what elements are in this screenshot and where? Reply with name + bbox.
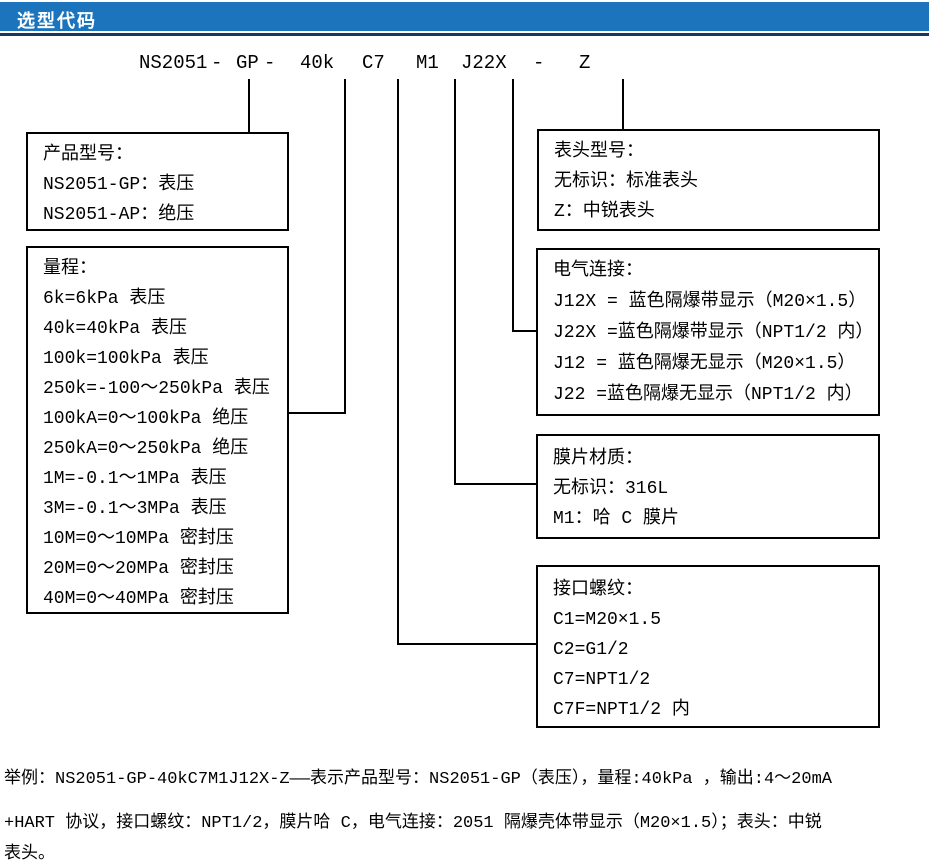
model-code-segment-range: 40k — [300, 52, 335, 74]
display-head-box: 表头型号： 无标识：标准表头 Z：中锐表头 — [537, 129, 880, 231]
product-model-line: NS2051-AP：绝压 — [43, 205, 195, 225]
diaphragm-material-box: 膜片材质： 无标识：316L M1：哈 C 膜片 — [536, 434, 880, 539]
model-code-segment-electrical: J22X — [461, 52, 507, 74]
header-underline — [0, 33, 929, 36]
model-code-segment-product: NS2051 — [139, 52, 208, 74]
range-line: 40k=40kPa 表压 — [43, 319, 188, 339]
product-model-box: 产品型号： NS2051-GP：表压 NS2051-AP：绝压 — [26, 132, 289, 231]
diaphragm-line: M1：哈 C 膜片 — [553, 509, 680, 529]
electrical-title: 电气连接： — [553, 261, 643, 281]
range-line: 3M=-0.1～3MPa 表压 — [43, 499, 227, 519]
thread-box: 接口螺纹： C1=M20×1.5 C2=G1/2 C7=NPT1/2 C7F=N… — [536, 565, 880, 728]
connector-elbow-range — [287, 412, 346, 414]
range-line: 20M=0～20MPa 密封压 — [43, 559, 234, 579]
section-title: 选型代码 — [17, 11, 97, 31]
range-line: 40M=0～40MPa 密封压 — [43, 589, 234, 609]
example-text-line: +HART 协议，接口螺纹：NPT1/2，膜片哈 C，电气连接：2051 隔爆壳… — [4, 814, 822, 833]
thread-line: C7F=NPT1/2 内 — [553, 700, 690, 720]
connector-line-gp — [248, 79, 250, 132]
product-model-title: 产品型号： — [43, 145, 133, 165]
display-head-line: Z：中锐表头 — [554, 202, 655, 222]
electrical-line: J22 =蓝色隔爆无显示（NPT1/2 内） — [553, 385, 863, 405]
electrical-line: J12X = 蓝色隔爆带显示（M20×1.5） — [553, 292, 867, 312]
range-box: 量程： 6k=6kPa 表压 40k=40kPa 表压 100k=100kPa … — [26, 246, 289, 614]
connector-line-electrical — [512, 79, 514, 332]
display-head-title: 表头型号： — [554, 142, 644, 162]
model-code-dash: - — [211, 52, 223, 74]
section-header-bar: 选型代码 — [0, 2, 929, 31]
range-line: 10M=0～10MPa 密封压 — [43, 529, 234, 549]
electrical-line: J12 = 蓝色隔爆无显示（M20×1.5） — [553, 354, 856, 374]
model-code-segment-gp: GP — [236, 52, 259, 74]
thread-line: C7=NPT1/2 — [553, 670, 651, 690]
model-code-dash: - — [264, 52, 276, 74]
thread-line: C1=M20×1.5 — [553, 610, 662, 630]
range-line: 100kA=0～100kPa 绝压 — [43, 409, 249, 429]
connector-elbow-diaphragm — [454, 483, 538, 485]
connector-line-thread — [397, 79, 399, 645]
range-line: 1M=-0.1～1MPa 表压 — [43, 469, 227, 489]
diaphragm-title: 膜片材质： — [553, 449, 643, 469]
model-code-dash: - — [533, 52, 545, 74]
range-line: 100k=100kPa 表压 — [43, 349, 209, 369]
connector-line-diaphragm — [454, 79, 456, 485]
connector-elbow-thread — [397, 643, 537, 645]
range-title: 量程： — [43, 259, 97, 279]
product-model-line: NS2051-GP：表压 — [43, 175, 195, 195]
connector-line-range — [344, 79, 346, 414]
example-text-line: 表头。 — [4, 845, 55, 864]
diaphragm-line: 无标识：316L — [553, 479, 669, 499]
thread-title: 接口螺纹： — [553, 580, 643, 600]
example-text-line: 举例：NS2051-GP-40kC7M1J12X-Z——表示产品型号：NS205… — [4, 770, 832, 789]
connector-line-head — [622, 79, 624, 129]
connector-elbow-electrical — [512, 330, 538, 332]
display-head-line: 无标识：标准表头 — [554, 172, 698, 192]
range-line: 250k=-100～250kPa 表压 — [43, 379, 270, 399]
model-code-segment-thread: C7 — [362, 52, 385, 74]
range-line: 6k=6kPa 表压 — [43, 289, 166, 309]
model-code-segment-head: Z — [579, 52, 591, 74]
thread-line: C2=G1/2 — [553, 640, 629, 660]
electrical-line: J22X =蓝色隔爆带显示（NPT1/2 内） — [553, 323, 874, 343]
range-line: 250kA=0～250kPa 绝压 — [43, 439, 249, 459]
model-code-segment-diaphragm: M1 — [416, 52, 439, 74]
electrical-connection-box: 电气连接： J12X = 蓝色隔爆带显示（M20×1.5） J22X =蓝色隔爆… — [536, 248, 880, 416]
